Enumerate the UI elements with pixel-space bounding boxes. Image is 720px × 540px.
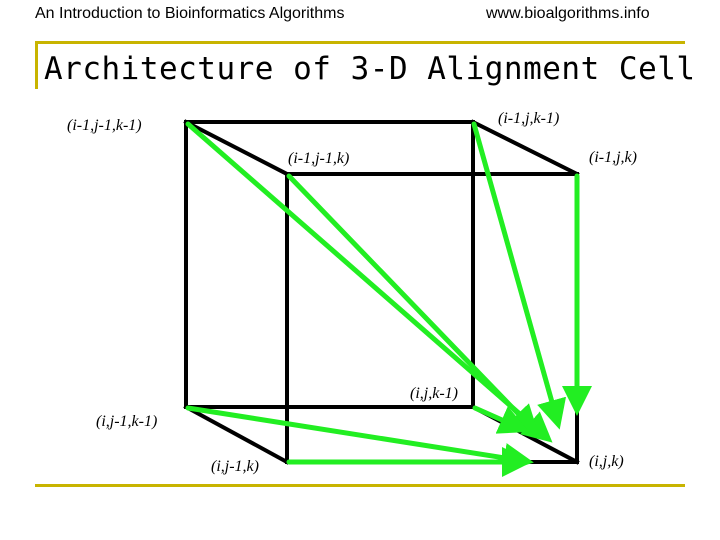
- node-label-back-top-left: (i-1,j-1,k-1): [67, 117, 142, 134]
- cube-edge-bottom-left-depth: [183, 404, 290, 465]
- slide-title: Architecture of 3-D Alignment Cell: [44, 51, 696, 87]
- node-label-front-top-left: (i-1,j-1,k): [288, 150, 349, 167]
- arrow-from-back-bottom-right: [472, 405, 530, 434]
- node-label-front-top-right: (i-1,j,k): [589, 149, 637, 166]
- cube-edge-top-right-depth: [470, 119, 580, 177]
- cube-edge-top-left-depth: [183, 119, 290, 177]
- node-label-back-bottom-left: (i,j-1,k-1): [96, 413, 157, 430]
- footer-rule: [35, 484, 685, 487]
- node-label-front-bottom-left: (i,j-1,k): [211, 458, 259, 475]
- arrow-from-front-top-left: [286, 173, 539, 436]
- node-label-front-bottom-right: (i,j,k): [589, 453, 624, 470]
- title-accent-left-rule: [35, 41, 38, 89]
- node-label-back-bottom-right: (i,j,k-1): [410, 385, 458, 402]
- node-label-back-top-right: (i-1,j,k-1): [498, 110, 559, 127]
- arrow-from-back-top-right: [471, 121, 567, 430]
- title-accent-top-rule: [35, 41, 685, 44]
- header-course-title: An Introduction to Bioinformatics Algori…: [35, 5, 345, 22]
- arrow-from-back-bottom-left: [185, 405, 534, 473]
- arrow-from-back-top-left: [185, 121, 553, 443]
- header-website: www.bioalgorithms.info: [486, 5, 650, 22]
